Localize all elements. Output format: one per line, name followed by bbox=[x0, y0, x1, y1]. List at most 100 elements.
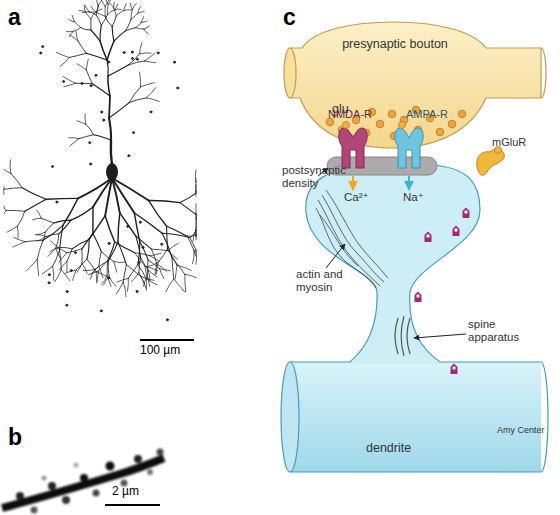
dendrite-branch bbox=[107, 275, 111, 286]
dendrite-branch bbox=[140, 43, 142, 54]
dendrite-branch bbox=[99, 252, 102, 267]
ion-label: Na⁺ bbox=[403, 191, 443, 204]
dendrite-branch bbox=[114, 262, 117, 273]
dendrite-branch bbox=[86, 124, 94, 134]
dendrite-branch bbox=[100, 41, 107, 60]
dendrite-branch bbox=[100, 25, 101, 41]
dendrite-branch bbox=[17, 211, 24, 226]
dendrite-branch bbox=[193, 251, 195, 264]
dendrite-branch bbox=[145, 53, 156, 61]
dendrite-branch bbox=[109, 96, 110, 118]
dendrite-branch bbox=[91, 30, 100, 41]
dendrite-branch bbox=[157, 264, 167, 272]
dendrite-branch bbox=[128, 61, 144, 65]
dendrite-branch bbox=[4, 188, 22, 190]
dendrite-branch bbox=[61, 270, 70, 281]
dendrite-branch bbox=[64, 83, 76, 87]
dendrite-branch bbox=[56, 248, 67, 253]
spine-dot bbox=[48, 274, 50, 276]
dendrite-branch bbox=[152, 249, 168, 250]
dendrite-branch bbox=[77, 263, 82, 272]
dendrite-branch bbox=[115, 8, 121, 10]
dendrite-branch bbox=[146, 88, 155, 98]
dendrite-branch bbox=[168, 243, 179, 251]
spine-dot bbox=[138, 262, 140, 264]
dendrite-branch bbox=[172, 258, 185, 275]
dendrite-branch bbox=[4, 206, 6, 210]
dendrite-branch bbox=[22, 188, 46, 200]
dendrite-branch bbox=[86, 12, 91, 19]
dendrite-branch bbox=[113, 2, 114, 8]
dendrite-branch bbox=[180, 203, 196, 215]
dendrite-branch bbox=[77, 64, 86, 70]
ampa-receptor bbox=[395, 122, 423, 169]
spine-dot bbox=[48, 282, 50, 284]
dendrite-branch bbox=[141, 21, 147, 22]
dendrite-branch bbox=[37, 232, 46, 235]
dendrite-branch bbox=[112, 178, 134, 213]
dendrite-branch bbox=[158, 249, 168, 263]
spine-dot bbox=[108, 61, 110, 63]
dendrite-branch bbox=[195, 191, 197, 196]
credit-note: Amy Center bbox=[497, 425, 557, 435]
dendrite-branch bbox=[196, 218, 197, 231]
calcium-flow bbox=[352, 176, 354, 190]
dendrite-branch bbox=[76, 31, 78, 41]
dendrite-branch bbox=[145, 266, 158, 271]
spine-dot bbox=[66, 304, 68, 306]
dendrite-branch bbox=[26, 260, 37, 272]
dendrite-branch bbox=[85, 6, 89, 11]
dendrite-branch bbox=[126, 265, 140, 276]
dendrite-branch bbox=[72, 15, 74, 21]
dendrite-branch bbox=[115, 242, 135, 253]
spine-dot bbox=[40, 52, 42, 54]
dendrite-branch bbox=[73, 28, 81, 32]
dendrite-branch bbox=[91, 6, 96, 12]
dendrite-branch bbox=[136, 236, 141, 257]
dendrite-branch bbox=[69, 137, 79, 139]
spine-dot bbox=[166, 319, 168, 321]
dendrite-branch bbox=[105, 216, 115, 242]
part-label: postsynaptic density bbox=[282, 164, 356, 190]
dendrite-branch bbox=[86, 59, 88, 69]
dendrite-branch bbox=[141, 83, 155, 87]
dendrite-branch bbox=[54, 220, 71, 223]
dendrite-branch bbox=[130, 3, 132, 10]
dendrite-branch bbox=[166, 279, 174, 292]
scale-label: 2 µm bbox=[112, 485, 162, 499]
dendrite-branch bbox=[4, 210, 6, 213]
spine-dot bbox=[174, 61, 176, 63]
dendrite-branch bbox=[63, 198, 78, 225]
dendrite-branch bbox=[149, 200, 180, 202]
dendrite-branch bbox=[105, 16, 112, 26]
dendrite-branch bbox=[6, 210, 25, 212]
dendrite-branch bbox=[124, 9, 132, 11]
spine-dot bbox=[42, 46, 44, 48]
dendrite-branch bbox=[79, 135, 94, 139]
dendrite-branch bbox=[152, 249, 157, 264]
dendrite-branch bbox=[150, 253, 161, 256]
spine-dot bbox=[108, 277, 110, 279]
scale-bar bbox=[105, 504, 160, 506]
dendrite-branch bbox=[73, 270, 77, 280]
dendrite-branch bbox=[196, 231, 197, 236]
spine-dot bbox=[127, 225, 129, 227]
dendrite-branch bbox=[162, 233, 190, 237]
dendrite-branch bbox=[168, 251, 178, 260]
dendrite-branch bbox=[174, 279, 185, 292]
dendrite-branch bbox=[13, 242, 26, 247]
dendrite-branch bbox=[56, 52, 69, 57]
panel-letter: c bbox=[283, 4, 313, 30]
dendrite-branch bbox=[87, 239, 89, 259]
spine-dot bbox=[139, 221, 141, 223]
dendrite-branch bbox=[112, 178, 120, 213]
dendrite-branch bbox=[116, 282, 123, 294]
dendrite-branch bbox=[11, 174, 22, 188]
spine-dot bbox=[63, 81, 65, 83]
dendrite-branch bbox=[124, 3, 127, 10]
dendrite-branch bbox=[97, 0, 99, 6]
dendrite-branch bbox=[53, 250, 60, 266]
dendrite-branch bbox=[60, 225, 63, 250]
pyramidal-neuron bbox=[3, 0, 196, 321]
dendrite-branch bbox=[190, 231, 196, 238]
